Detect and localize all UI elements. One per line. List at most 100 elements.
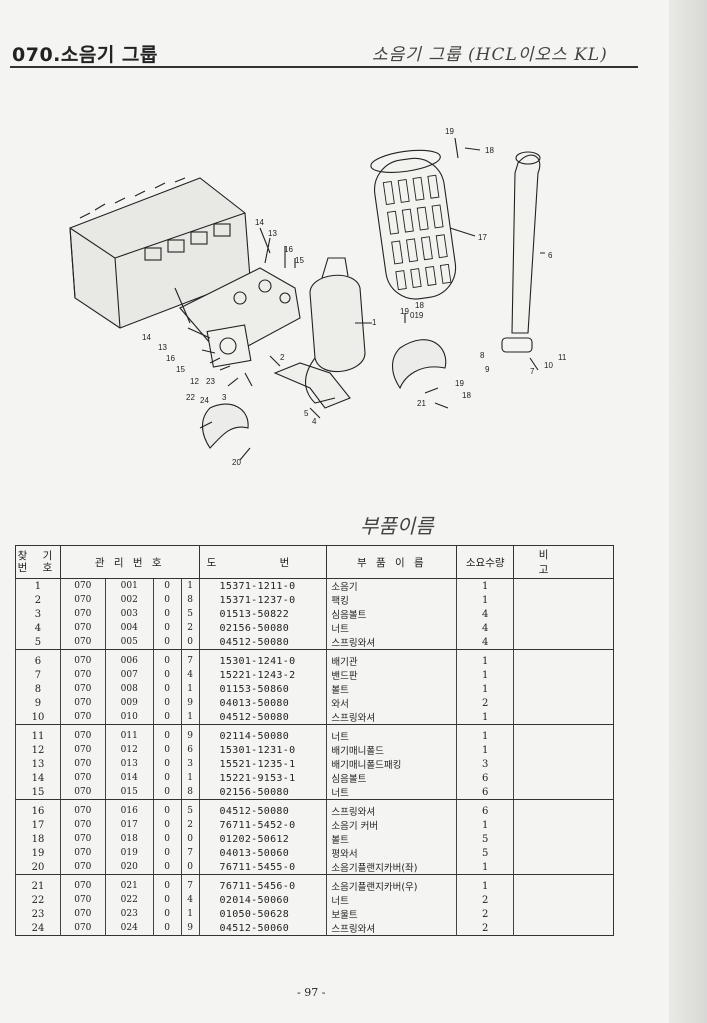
cell-g: 070 bbox=[59, 907, 106, 921]
cell-remarks bbox=[513, 724, 614, 743]
cell-c: 006 bbox=[104, 649, 154, 668]
cell-c: 004 bbox=[104, 621, 154, 635]
handwritten-note: 소음기 그룹 (HCL이오스 KL) bbox=[372, 45, 608, 65]
cell-d: 7 bbox=[180, 874, 200, 893]
cell-z: 0 bbox=[152, 578, 182, 593]
cell-d: 7 bbox=[180, 846, 200, 860]
callout-8: 8 bbox=[480, 351, 485, 360]
callout-3: 3 bbox=[222, 393, 227, 402]
cell-qty: 2 bbox=[456, 696, 514, 710]
cell-d: 0 bbox=[180, 832, 200, 846]
cell-c: 015 bbox=[104, 785, 154, 800]
cell-name: 배기관 bbox=[326, 649, 457, 668]
cell-remarks bbox=[513, 649, 614, 668]
cell-qty: 2 bbox=[456, 893, 514, 907]
cell-remarks bbox=[513, 578, 614, 593]
callout-13-top: 13 bbox=[268, 229, 277, 238]
cell-pn: 15371-1237-0 bbox=[198, 593, 327, 607]
cell-pn: 01050-50628 bbox=[198, 907, 327, 921]
cell-g: 070 bbox=[59, 832, 106, 846]
cell-g: 070 bbox=[59, 724, 106, 743]
cell-d: 2 bbox=[180, 818, 200, 832]
cell-d: 5 bbox=[180, 607, 200, 621]
cell-g: 070 bbox=[59, 607, 106, 621]
cell-pn: 04512-50080 bbox=[198, 799, 327, 818]
cell-d: 9 bbox=[180, 696, 200, 710]
cell-c: 002 bbox=[104, 593, 154, 607]
cell-no: 19 bbox=[15, 846, 61, 860]
cell-remarks bbox=[513, 682, 614, 696]
cell-no: 13 bbox=[15, 757, 61, 771]
callout-15-left: 15 bbox=[176, 365, 185, 374]
callout-19-bottom: 19 bbox=[455, 379, 464, 388]
cell-pn: 76711-5456-0 bbox=[198, 874, 327, 893]
cell-d: 1 bbox=[180, 682, 200, 696]
cell-remarks bbox=[513, 607, 614, 621]
cell-g: 070 bbox=[59, 799, 106, 818]
cell-g: 070 bbox=[59, 921, 106, 936]
cell-name: 스프링와셔 bbox=[326, 635, 457, 650]
table-header-row: 찾 기 번 호 관 리 번 호 도 번 부 품 이 름 소요수량 비 고 bbox=[15, 545, 614, 579]
cell-d: 0 bbox=[180, 860, 200, 875]
col-header-mgmt: 관 리 번 호 bbox=[59, 545, 200, 579]
cell-qty: 1 bbox=[456, 818, 514, 832]
cell-name: 너트 bbox=[326, 893, 457, 907]
cell-pn: 15221-9153-1 bbox=[198, 771, 327, 785]
cell-no: 23 bbox=[15, 907, 61, 921]
cell-c: 012 bbox=[104, 743, 154, 757]
cell-name: 팩킹 bbox=[326, 593, 457, 607]
cell-remarks bbox=[513, 771, 614, 785]
cell-g: 070 bbox=[59, 874, 106, 893]
cell-c: 019 bbox=[104, 846, 154, 860]
cell-remarks bbox=[513, 635, 614, 650]
cell-z: 0 bbox=[152, 607, 182, 621]
callout-20: 20 bbox=[232, 458, 241, 467]
cell-remarks bbox=[513, 710, 614, 725]
cell-g: 070 bbox=[59, 635, 106, 650]
cell-pn: 02014-50060 bbox=[198, 893, 327, 907]
cell-z: 0 bbox=[152, 593, 182, 607]
cell-d: 8 bbox=[180, 593, 200, 607]
cell-remarks bbox=[513, 893, 614, 907]
cell-pn: 02156-50080 bbox=[198, 785, 327, 800]
cell-no: 21 bbox=[15, 874, 61, 893]
cell-g: 070 bbox=[59, 846, 106, 860]
cell-z: 0 bbox=[152, 874, 182, 893]
cell-no: 24 bbox=[15, 921, 61, 936]
cell-remarks bbox=[513, 907, 614, 921]
cell-name: 너트 bbox=[326, 785, 457, 800]
callout-5: 5 bbox=[304, 409, 309, 418]
cell-no: 11 bbox=[15, 724, 61, 743]
callout-9: 9 bbox=[485, 365, 490, 374]
callout-4: 4 bbox=[312, 417, 317, 426]
cell-pn: 15301-1231-0 bbox=[198, 743, 327, 757]
cell-z: 0 bbox=[152, 743, 182, 757]
cell-g: 070 bbox=[59, 593, 106, 607]
cell-z: 0 bbox=[152, 860, 182, 875]
cell-c: 020 bbox=[104, 860, 154, 875]
cell-d: 1 bbox=[180, 710, 200, 725]
cell-name: 심음볼트 bbox=[326, 771, 457, 785]
cell-g: 070 bbox=[59, 757, 106, 771]
cell-name: 소음기플랜지카버(우) bbox=[326, 874, 457, 893]
cell-name: 보울트 bbox=[326, 907, 457, 921]
cell-name: 너트 bbox=[326, 724, 457, 743]
cell-z: 0 bbox=[152, 696, 182, 710]
cell-pn: 76711-5455-0 bbox=[198, 860, 327, 875]
cell-g: 070 bbox=[59, 621, 106, 635]
callout-18-mid: 18 bbox=[415, 301, 424, 310]
cell-qty: 1 bbox=[456, 860, 514, 875]
cell-pn: 15221-1243-2 bbox=[198, 668, 327, 682]
cell-c: 011 bbox=[104, 724, 154, 743]
cell-pn: 01202-50612 bbox=[198, 832, 327, 846]
